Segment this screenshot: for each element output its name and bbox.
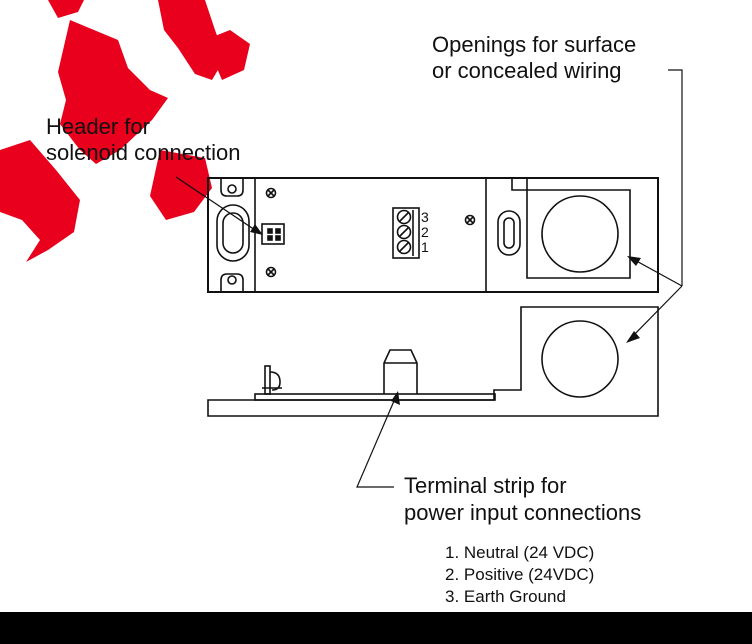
side-view-housing: [207, 306, 659, 417]
arrowhead-icon: [627, 256, 641, 266]
terminal-block: [392, 207, 420, 259]
openings-label-line2: or concealed wiring: [432, 58, 622, 83]
header-label-line2: solenoid connection: [46, 140, 241, 165]
arrowhead-icon: [391, 391, 400, 405]
wiring-opening-top: [541, 195, 619, 273]
openings-label-line1: Openings for surface: [432, 32, 637, 57]
left-mount-slot: [216, 204, 250, 262]
top-wiring-box: [497, 178, 631, 279]
terminal-number: 1: [421, 239, 429, 255]
watermark-strokes: [0, 0, 250, 262]
solenoid-header: [261, 223, 285, 245]
bottom-black-bar: [0, 612, 752, 644]
terminal-leader: [356, 393, 398, 488]
screw-icon: [464, 214, 476, 226]
openings-leader: [668, 69, 683, 286]
board-outline: [207, 177, 659, 293]
screw-icon: [265, 187, 277, 199]
left-bottom-notch: [220, 273, 244, 292]
connection-item: 3. Earth Ground: [445, 587, 566, 606]
connection-item: 1. Neutral (24 VDC): [445, 543, 595, 562]
terminal-number: 2: [421, 224, 429, 240]
arrowhead-icon: [250, 224, 263, 235]
openings-arrow-top: [630, 257, 683, 287]
openings-arrow-side: [629, 285, 683, 340]
wiring-opening-side: [541, 320, 619, 398]
arrowhead-icon: [626, 331, 640, 343]
screw-icon: [265, 266, 277, 278]
terminal-label-line2: power input connections: [404, 500, 642, 525]
left-top-notch: [220, 178, 244, 197]
header-leader: [175, 176, 259, 233]
terminal-label-line1: Terminal strip for: [404, 473, 567, 498]
header-label-line1: Header for: [46, 114, 150, 139]
terminal-number: 3: [421, 209, 429, 225]
connection-item: 2. Positive (24VDC): [445, 565, 595, 584]
